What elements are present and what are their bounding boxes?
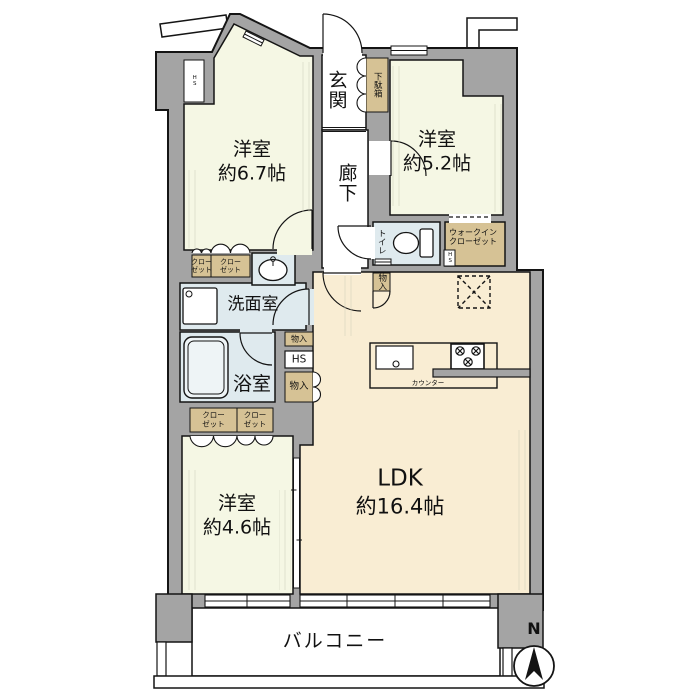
washing-machine-icon [182,287,218,325]
monoiri-small-box [284,331,314,347]
window-toilet [374,258,392,266]
exterior-eave [159,14,229,38]
washbasin-icon [258,256,288,282]
sliding-door [291,457,302,589]
refrigerator-space [457,275,491,309]
balcony-wall-right [497,593,544,649]
bathtub-icon [183,336,229,399]
kitchen-counter [369,342,531,389]
balcony-wall-left [155,593,193,643]
balcony-slab [153,675,545,689]
monoiri-corridor-box [372,272,391,292]
genkan-step [322,127,366,132]
stove-burners [455,346,481,367]
ldk-floor [299,271,531,595]
balcony-rail-right [502,647,513,677]
compass-icon [513,645,555,687]
closet-box-2 [210,254,251,278]
closet-box-4 [236,407,274,433]
monoiri-big-box [284,371,314,403]
hs-wic-box [443,249,456,267]
closet-box-3 [189,407,238,433]
meter-box [183,59,205,103]
floor-hatching [184,62,528,590]
balcony [153,593,545,689]
closet-box-1 [191,254,212,278]
hs-box [284,350,314,369]
folding-doors [189,57,367,448]
getabako-box [365,57,389,113]
room-4-6-floor [181,435,294,595]
wic-entry-gap [449,214,491,223]
toilet-icon [392,228,434,258]
exterior-flue [466,17,518,51]
window-room67-diagonal [242,30,265,47]
room-5-2-floor [389,59,504,216]
balcony-rail-left [156,641,167,677]
doors [239,13,427,366]
window-room52-top [390,45,428,56]
